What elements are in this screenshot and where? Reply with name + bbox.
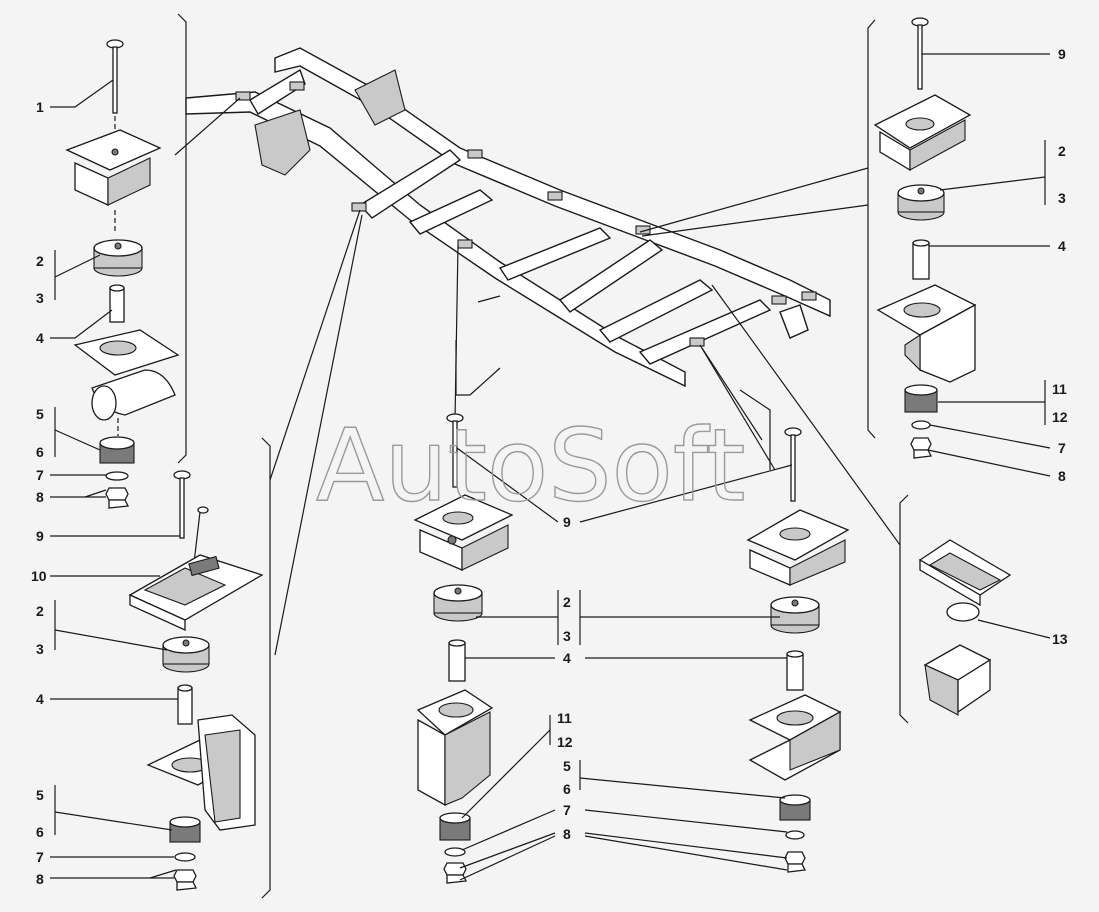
- callout-6: 6: [36, 824, 44, 840]
- callout-leaders: [50, 53, 1051, 881]
- mount-group-center-left: [413, 413, 514, 884]
- callout-8: 8: [36, 871, 44, 887]
- callout-9: 9: [36, 528, 44, 544]
- mount-group-right-plug: [918, 539, 1012, 716]
- callout-9: 9: [563, 514, 571, 530]
- callout-5: 5: [36, 406, 44, 422]
- callout-12: 12: [1052, 409, 1068, 425]
- callout-4: 4: [36, 330, 44, 346]
- callout-3: 3: [563, 628, 571, 644]
- callout-4: 4: [563, 650, 571, 666]
- callout-5: 5: [563, 758, 571, 774]
- callout-4: 4: [36, 691, 44, 707]
- callout-8: 8: [563, 826, 571, 842]
- callout-2: 2: [36, 253, 44, 269]
- callout-6: 6: [563, 781, 571, 797]
- callout-2: 2: [1058, 143, 1066, 159]
- callout-8: 8: [36, 489, 44, 505]
- mount-group-right-upper: [873, 17, 977, 459]
- callout-7: 7: [1058, 440, 1066, 456]
- callout-3: 3: [36, 641, 44, 657]
- callout-numbers: 1 2 3 4 5 6 7 8 9 10 2 3 4 5 6 7 8 9 2 3…: [31, 46, 1068, 887]
- callout-1: 1: [36, 99, 44, 115]
- chassis-frame: [185, 47, 831, 388]
- callout-13: 13: [1052, 631, 1068, 647]
- section-separators: [177, 13, 909, 899]
- chassis-leaders: [174, 97, 901, 656]
- callout-5: 5: [36, 787, 44, 803]
- callout-4: 4: [1058, 238, 1066, 254]
- callout-10: 10: [31, 568, 47, 584]
- callout-8: 8: [1058, 468, 1066, 484]
- mount-group-left-upper: [65, 39, 180, 509]
- callout-2: 2: [36, 603, 44, 619]
- callout-6: 6: [36, 444, 44, 460]
- callout-7: 7: [563, 802, 571, 818]
- callout-2: 2: [563, 594, 571, 610]
- mount-group-center-right: [746, 427, 850, 873]
- callout-11: 11: [557, 710, 572, 726]
- watermark: AutoSoft: [316, 407, 746, 524]
- callout-3: 3: [36, 290, 44, 306]
- callout-9: 9: [1058, 46, 1066, 62]
- callout-7: 7: [36, 467, 44, 483]
- mount-group-left-lower: [128, 470, 264, 891]
- callout-12: 12: [557, 734, 573, 750]
- callout-7: 7: [36, 849, 44, 865]
- callout-3: 3: [1058, 190, 1066, 206]
- callout-11: 11: [1052, 381, 1067, 397]
